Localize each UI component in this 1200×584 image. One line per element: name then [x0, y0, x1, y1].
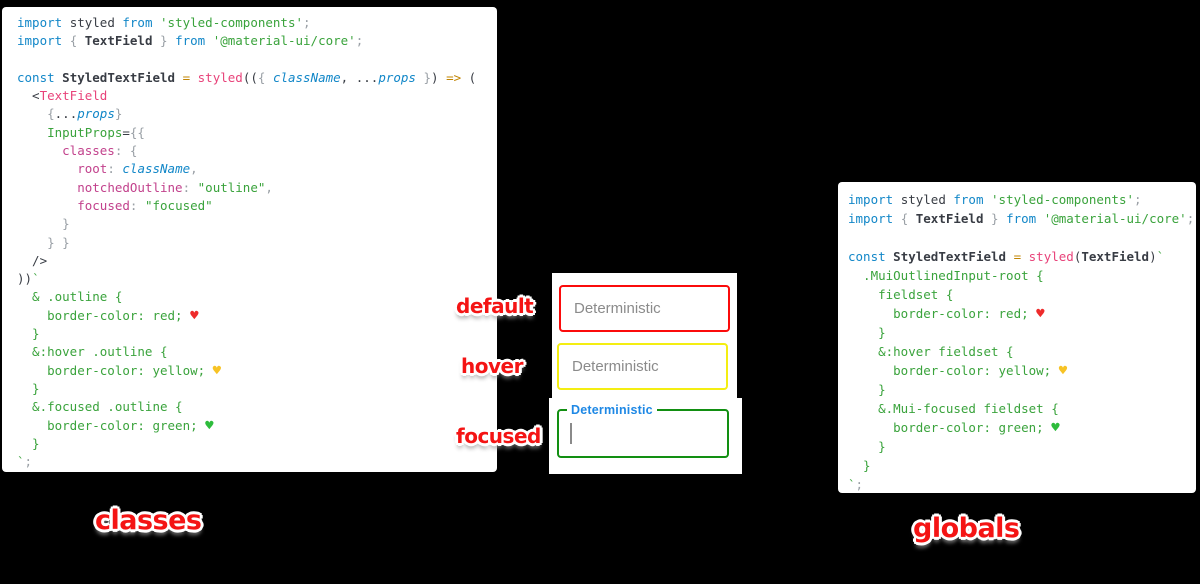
code-line: />	[17, 252, 48, 268]
code-line: import { TextField } from '@material-ui/…	[17, 33, 364, 49]
textfield-hover[interactable]	[557, 343, 728, 390]
code-line: ))`	[17, 271, 40, 287]
code-line: border-color: yellow; ♥	[848, 363, 1068, 379]
code-line: border-color: green; ♥	[17, 417, 214, 434]
code-line: &:hover .outline {	[17, 344, 168, 360]
caption-default: default	[456, 294, 534, 318]
code-line: }	[17, 216, 70, 232]
code-line: import styled from 'styled-components';	[848, 192, 1142, 207]
textfield-focused-floating-label: Deterministic	[567, 403, 657, 417]
code-line: import styled from 'styled-components';	[17, 15, 311, 30]
code-line	[17, 51, 497, 69]
code-line: border-color: red; ♥	[848, 306, 1045, 322]
textfield-focused[interactable]	[557, 409, 729, 458]
code-line: border-color: red; ♥	[17, 307, 199, 324]
code-line: .MuiOutlinedInput-root {	[848, 268, 1044, 283]
code-line: &:hover fieldset {	[848, 344, 1014, 359]
caption-hover: hover	[461, 354, 523, 378]
code-line: const StyledTextField = styled(TextField…	[848, 249, 1165, 264]
code-line: }	[17, 380, 40, 396]
code-line: <TextField	[17, 88, 108, 104]
code-line: }	[848, 382, 886, 397]
code-line: border-color: green; ♥	[848, 420, 1060, 436]
code-line: {...props}	[47, 106, 123, 122]
code-line: const StyledTextField = styled(({ classN…	[17, 69, 477, 85]
code-line: `;	[17, 454, 33, 470]
globals-code-panel: import styled from 'styled-components'; i…	[838, 182, 1196, 493]
code-line: fieldset {	[848, 287, 954, 302]
code-line: border-color: yellow; ♥	[17, 362, 222, 379]
code-line: } }	[17, 234, 70, 250]
code-line: }	[17, 435, 40, 451]
code-line: }	[17, 326, 40, 342]
code-line	[848, 228, 1196, 247]
code-line: }	[848, 458, 871, 473]
code-line: classes: {	[62, 143, 138, 159]
caption-globals: globals	[913, 513, 1020, 544]
code-line: }	[848, 439, 886, 454]
code-line: }	[848, 325, 886, 340]
text-cursor	[570, 423, 572, 444]
code-line: notchedOutline: "outline",	[77, 179, 273, 195]
caption-classes: classes	[95, 505, 202, 536]
code-line: InputProps={{	[47, 124, 145, 140]
code-line: import { TextField } from '@material-ui/…	[848, 211, 1195, 226]
code-line: &.Mui-focused fieldset {	[848, 401, 1059, 416]
code-line: root: className,	[77, 161, 198, 177]
textfield-default[interactable]	[559, 285, 730, 332]
code-line: &.focused .outline {	[17, 399, 183, 415]
code-line: focused: "focused"	[77, 197, 213, 213]
classes-code-panel: import styled from 'styled-components'; i…	[2, 7, 497, 472]
code-line: `;	[848, 477, 864, 492]
code-line: & .outline {	[17, 289, 123, 305]
caption-focused: focused	[456, 424, 541, 448]
